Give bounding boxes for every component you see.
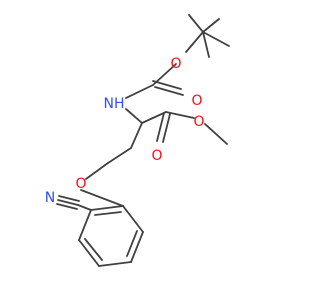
- bond: [156, 112, 165, 142]
- bond: [165, 111, 195, 119]
- bond: [204, 123, 228, 145]
- aryl-ether-oxygen-label: O: [75, 176, 86, 192]
- bond: [56, 203, 78, 210]
- bond: [126, 230, 138, 257]
- bond: [90, 205, 124, 211]
- bond: [58, 195, 80, 202]
- molecule-canvas: NH O O O O O N: [45, 14, 230, 267]
- bond: [80, 189, 124, 207]
- nitrile-nitrogen-label: N: [45, 190, 55, 206]
- ester-methoxy-oxygen-label: O: [193, 114, 204, 130]
- bond: [152, 80, 182, 90]
- bond-lines: [56, 14, 230, 267]
- bond: [77, 204, 92, 211]
- bond: [107, 147, 132, 164]
- bond: [202, 18, 220, 33]
- bond: [98, 261, 132, 267]
- bond: [141, 111, 167, 124]
- bond: [78, 209, 92, 241]
- bond: [122, 205, 144, 233]
- bond: [202, 31, 210, 58]
- structure-diagram: NH O O O O O N: [45, 14, 230, 267]
- atom-labels: NH O O O O O N: [45, 56, 205, 206]
- bond: [94, 211, 122, 216]
- bond: [185, 31, 204, 53]
- bond: [84, 238, 103, 261]
- ester-carbonyl-oxygen-label: O: [151, 148, 162, 164]
- boc-carbonyl-oxygen-label: O: [191, 93, 202, 109]
- bond: [130, 231, 144, 263]
- bond: [188, 14, 204, 33]
- bond: [125, 108, 143, 124]
- nh-label: NH: [104, 96, 125, 112]
- bond: [57, 199, 79, 206]
- bond: [85, 162, 109, 180]
- bond: [130, 122, 143, 149]
- bond: [78, 239, 100, 267]
- bond: [125, 84, 154, 99]
- bond: [154, 86, 184, 96]
- bond: [202, 31, 230, 47]
- boc-ether-oxygen-label: O: [170, 56, 181, 72]
- bond: [162, 113, 171, 143]
